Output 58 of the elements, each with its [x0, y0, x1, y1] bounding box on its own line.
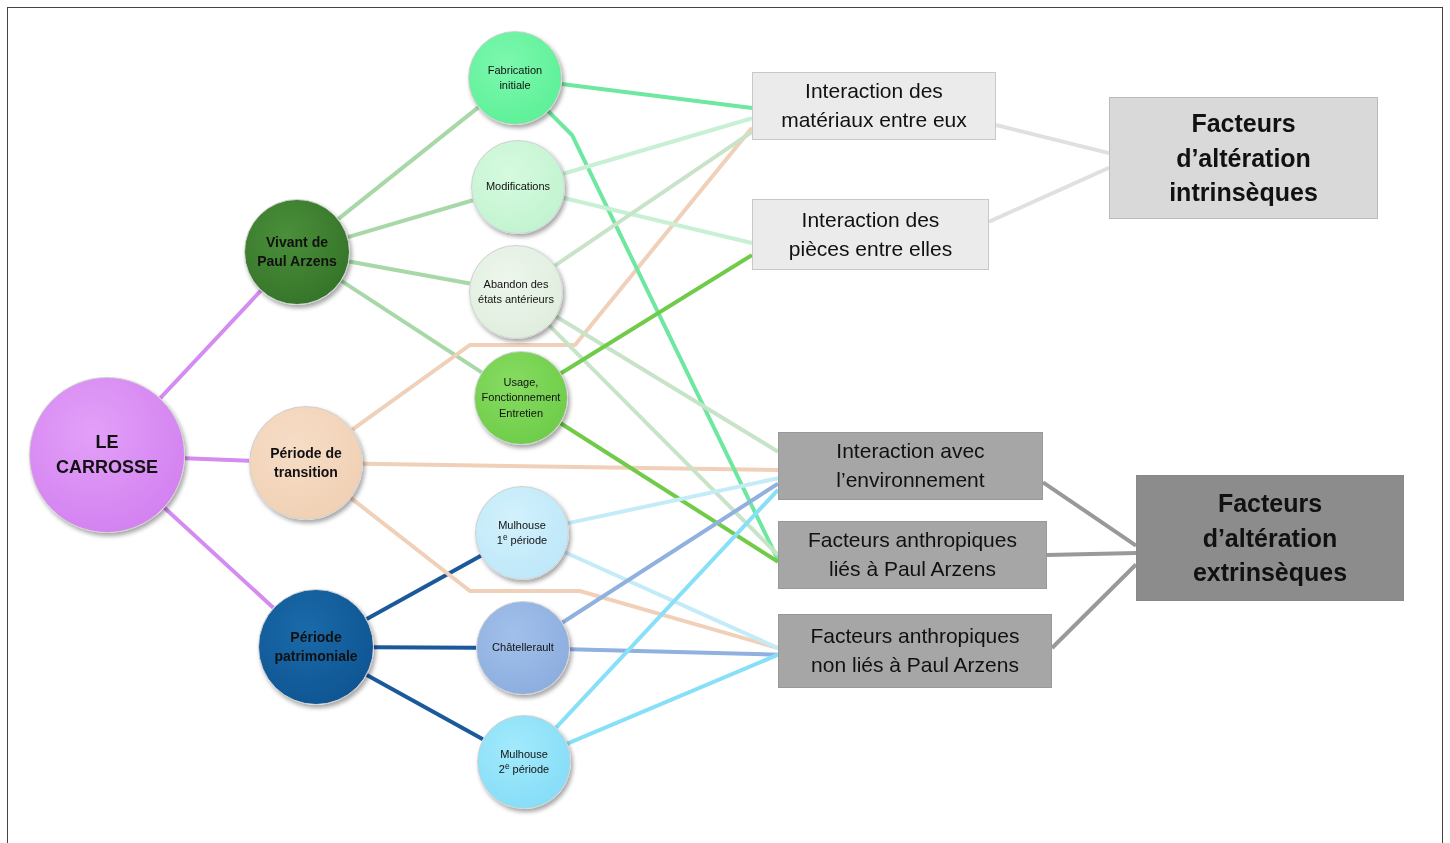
factor-box — [1109, 97, 1378, 219]
connector-line — [567, 476, 779, 526]
connector-line — [988, 165, 1110, 224]
connector-line — [1050, 563, 1138, 650]
connector-line — [340, 279, 483, 374]
node-label: Mulhouse 1$^{e}$ période — [495, 517, 549, 548]
connector-line — [559, 253, 754, 375]
connector-line — [1046, 551, 1137, 557]
node-label: Facteurs d’altération intrinsèques — [1168, 108, 1319, 209]
node-label: Facteurs anthropiques liés à Paul Arzens — [807, 527, 1018, 582]
connector-line — [362, 461, 779, 473]
factor-box — [778, 614, 1052, 688]
connector-line — [1041, 480, 1138, 548]
connector-line — [158, 289, 263, 400]
node-label: Vivant de Paul Arzens — [256, 232, 338, 271]
connector-line — [349, 496, 779, 650]
node-label: Facteurs d’altération extrinsèques — [1191, 488, 1349, 589]
connector-line — [337, 105, 480, 221]
connector-line — [995, 123, 1110, 156]
factor-box — [752, 199, 989, 270]
node-label: Abandon des états antérieurs — [477, 276, 555, 307]
factor-box — [1136, 475, 1404, 601]
connector-line — [163, 506, 275, 610]
connector-line — [547, 323, 780, 557]
connector-line — [554, 488, 780, 729]
connector-line — [562, 116, 753, 176]
connector-line — [561, 482, 780, 625]
node-label: LE CARROSSE — [55, 431, 159, 479]
connector-line — [546, 109, 780, 561]
node-label: Interaction avec l’environnement — [835, 438, 986, 493]
connector-line — [347, 198, 474, 239]
node-label: Modifications — [484, 179, 552, 195]
node-label: Châtellerault — [491, 640, 555, 656]
factor-box — [778, 521, 1047, 589]
connector-line — [374, 645, 476, 650]
connector-line — [365, 673, 484, 741]
node-label: Période de transition — [269, 443, 343, 482]
connector-line — [563, 196, 753, 245]
node-label: Facteurs anthropiques non liés à Paul Arzens — [809, 623, 1021, 678]
connector-line — [564, 550, 779, 650]
connector-line — [559, 421, 780, 564]
connector-line — [184, 456, 250, 463]
connector-line — [351, 126, 754, 432]
node-label: Période patrimoniale — [273, 627, 359, 666]
node-label: Mulhouse 2$^{e}$ période — [497, 746, 551, 777]
node-label: Usage, Fonctionnement Entretien — [480, 375, 562, 421]
connector-line — [561, 81, 753, 111]
node-label: Interaction des matériaux entre eux — [780, 78, 968, 133]
connector-line — [348, 259, 471, 286]
connector-line — [566, 652, 779, 746]
factor-box — [778, 432, 1043, 500]
factor-box — [752, 72, 996, 140]
connector-line — [569, 647, 779, 657]
connector-line — [365, 554, 482, 621]
connector-line — [555, 314, 780, 454]
node-label: Interaction des pièces entre elles — [787, 206, 954, 262]
node-label: Fabrication initiale — [486, 62, 544, 93]
connector-line — [553, 130, 754, 268]
